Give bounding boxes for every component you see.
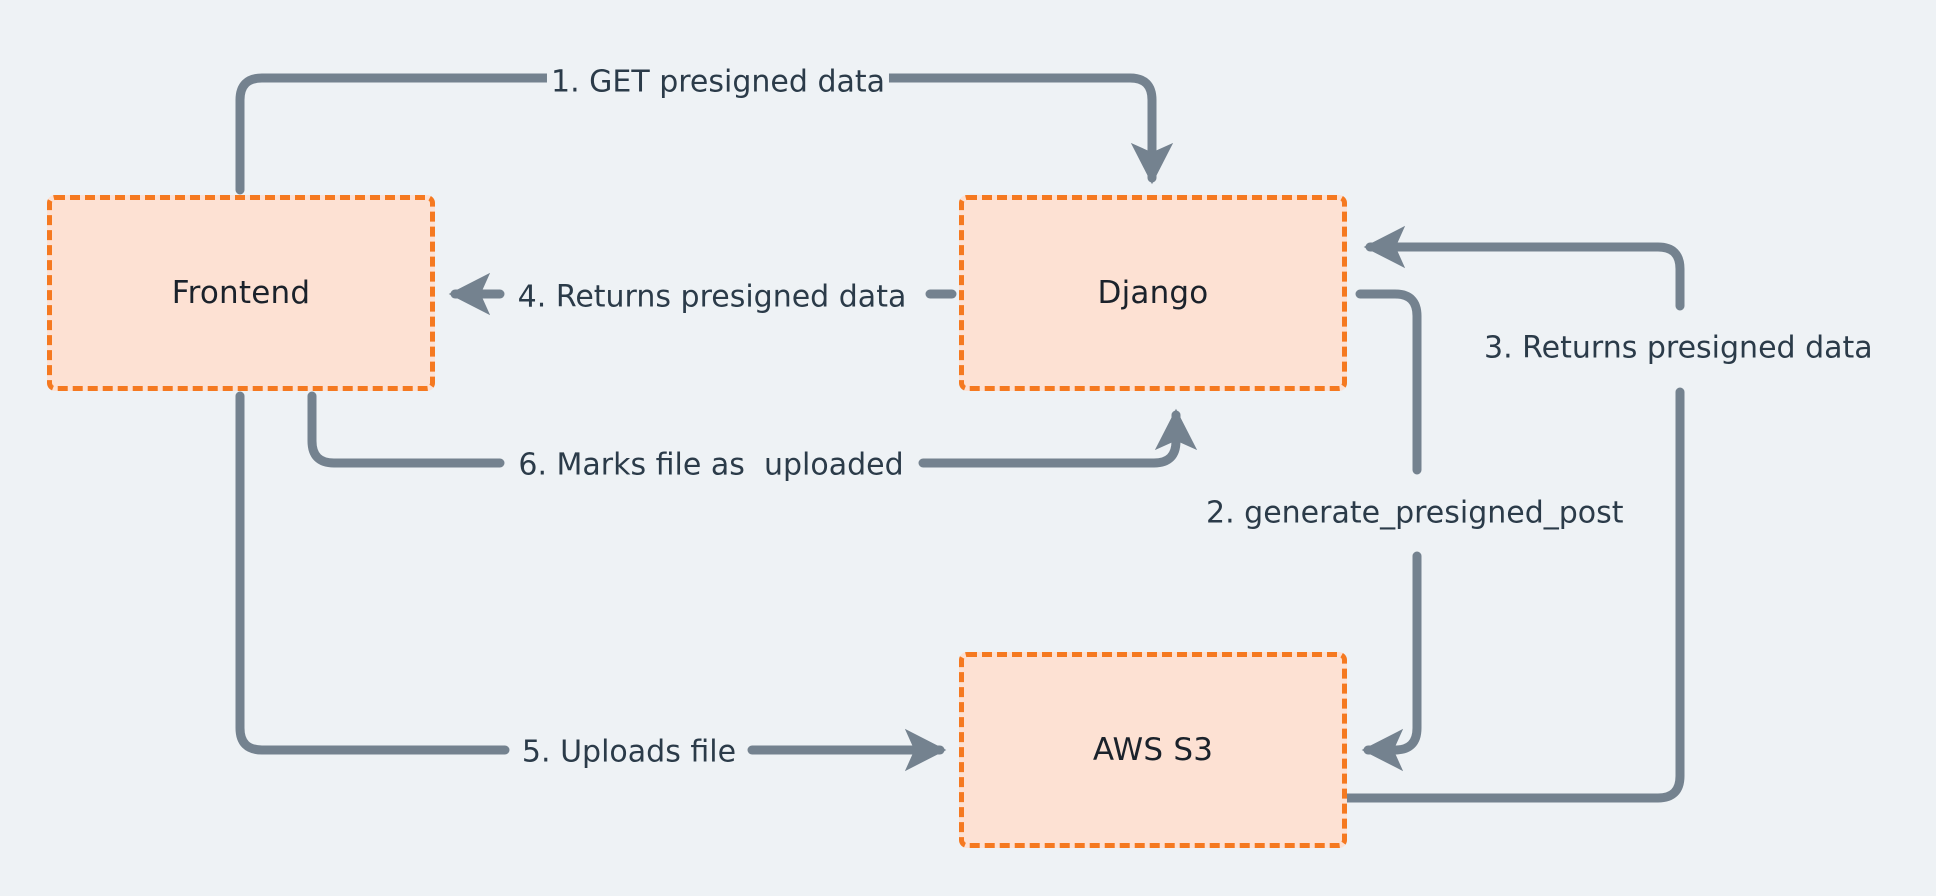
node-django-label: Django [1097, 275, 1209, 311]
node-frontend[interactable]: Frontend [47, 195, 435, 391]
node-aws-s3-label: AWS S3 [1092, 732, 1214, 768]
edge-label-step-5: 5. Uploads file [517, 735, 741, 769]
edge-label-step-3: 3. Returns presigned data [1480, 331, 1877, 365]
connector-step-1 [235, 73, 605, 195]
edge-label-step-2: 2. generate_presigned_post [1202, 496, 1628, 530]
edge-label-step-6: 6. Marks file as uploaded [514, 448, 908, 482]
node-frontend-label: Frontend [171, 275, 311, 311]
edge-label-step-4: 4. Returns presigned data [513, 280, 911, 314]
node-django[interactable]: Django [959, 195, 1347, 391]
connector-step-3 [1342, 387, 1685, 803]
connector-step-3b [1363, 225, 1685, 311]
edge-label-step-1: 1. GET presigned data [546, 65, 890, 99]
connector-step-1b [875, 73, 1174, 185]
connector-step-5 [235, 391, 510, 755]
node-aws-s3[interactable]: AWS S3 [959, 652, 1347, 848]
connector-step-2 [1355, 289, 1422, 475]
connector-step-2b [1361, 551, 1422, 772]
connector-step-6b [918, 408, 1198, 468]
connector-step-6 [307, 391, 505, 468]
